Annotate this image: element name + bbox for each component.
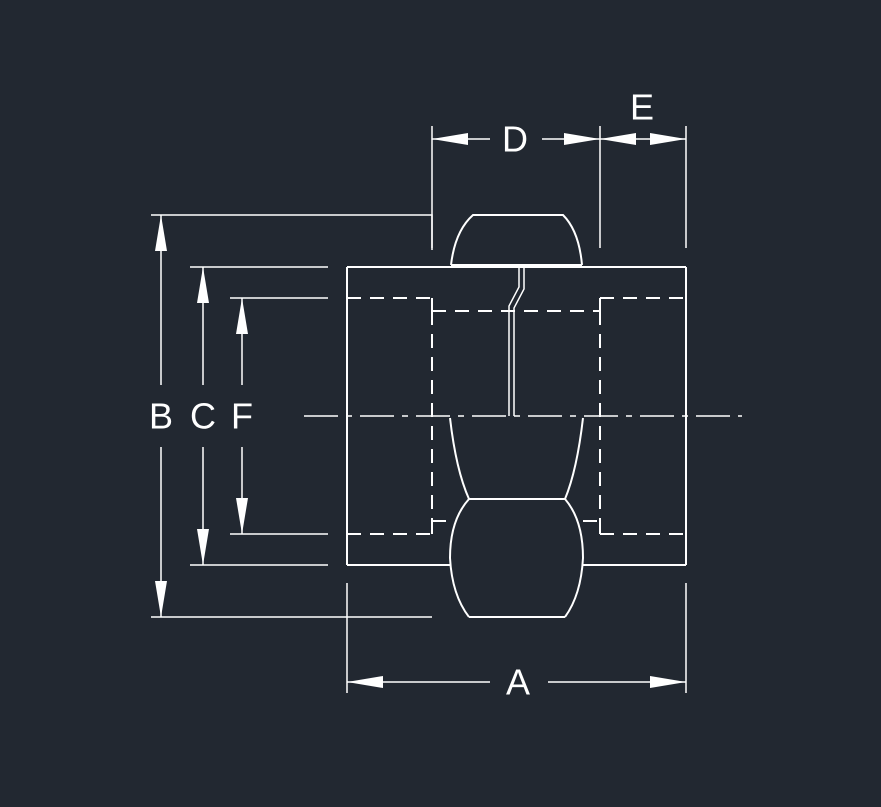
dimension-label-d: D xyxy=(502,119,528,160)
extension-lines xyxy=(151,126,687,693)
dimension-label-b: B xyxy=(149,396,173,437)
dimension-f: F xyxy=(231,298,253,534)
top-cap xyxy=(450,214,583,266)
dimension-d: D xyxy=(432,119,600,160)
dimension-label-c: C xyxy=(190,396,216,437)
dimension-label-f: F xyxy=(231,396,253,437)
dimension-c: C xyxy=(190,267,216,565)
dimension-b: B xyxy=(149,215,173,617)
dimension-label-e: E xyxy=(630,87,654,128)
dimension-e: E xyxy=(600,87,686,145)
dimension-a: A xyxy=(347,662,686,703)
dimension-label-a: A xyxy=(506,662,530,703)
bottom-nut xyxy=(448,417,585,618)
stem xyxy=(508,266,525,416)
